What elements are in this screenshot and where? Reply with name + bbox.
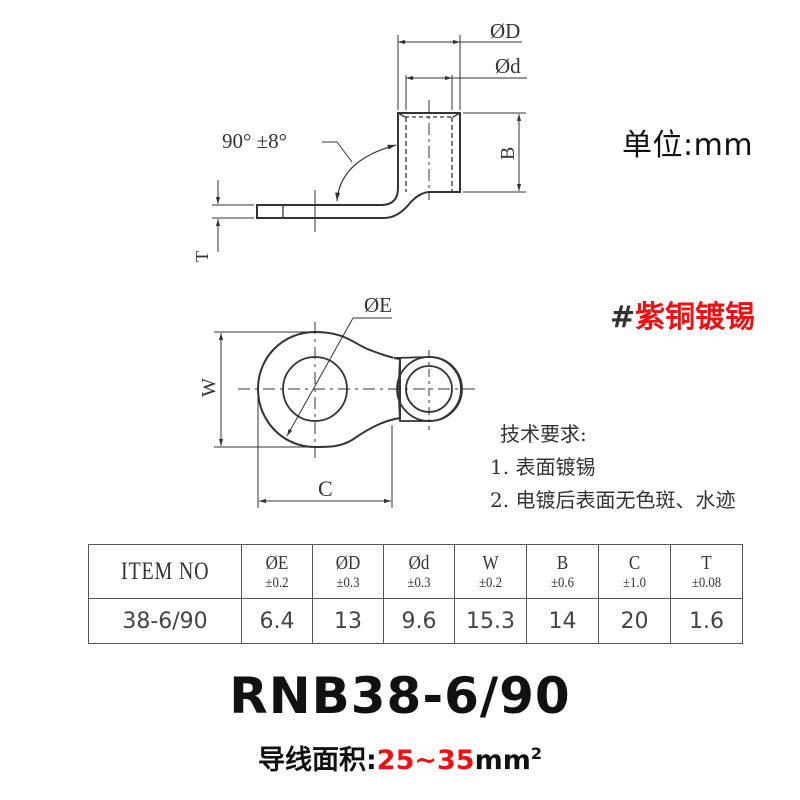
header-B: B±0.6 [526,544,599,599]
tech-req-item: 2. 电镀后表面无色斑、水迹 [490,488,736,512]
cell-T: 1.6 [670,598,743,644]
header-C: C±1.0 [598,544,671,599]
dim-W-label: W [198,378,220,397]
header-D: ØD±0.3 [312,544,384,599]
spec-table-header: ITEM NO ØE±0.2 ØD±0.3 Ød±0.3 W±0.2 B±0.6… [88,544,743,599]
material-hash: # [610,300,636,335]
table-row: 38-6/90 6.4 13 9.6 15.3 14 20 1.6 [88,598,743,644]
cell-d: 9.6 [383,598,455,644]
cell-W: 15.3 [454,598,527,644]
dim-B-label: B [497,147,519,160]
header-d: Ød±0.3 [383,544,455,599]
model-name: RNB38-6/90 [229,667,571,725]
spec-table: ITEM NO ØE±0.2 ØD±0.3 Ød±0.3 W±0.2 B±0.6… [88,544,743,644]
top-view-labels: ØE W C [198,293,392,501]
technical-requirements: 技术要求: 1. 表面镀锡 2. 电镀后表面无色斑、水迹 [490,418,735,517]
wire-area: 导线面积:25~35mm2 [0,738,800,777]
tech-req-title: 技术要求: [500,422,587,446]
top-view [214,317,475,508]
wire-area-label: 导线面积: [257,745,377,776]
dim-D-label: ØD [490,19,520,43]
dim-C-label: C [318,476,333,501]
wire-area-range: 25~35 [376,745,475,776]
unit-label: 单位:mm [622,128,754,163]
cell-B: 14 [526,598,599,644]
dim-d-label: Ød [495,54,521,78]
dim-T-label: T [192,251,212,262]
side-view [212,35,527,252]
cell-item-no: 38-6/90 [88,598,242,644]
side-view-labels: 90° ±8° ØD Ød B T [192,19,521,262]
header-item-no: ITEM NO [88,544,242,599]
header-T: T±0.08 [670,544,743,599]
cell-C: 20 [598,598,671,644]
tech-req-item: 1. 表面镀锡 [490,455,596,479]
header-E: ØE±0.2 [241,544,313,599]
cell-D: 13 [312,598,384,644]
material-name: 紫铜镀锡 [635,300,756,335]
header-W: W±0.2 [454,544,527,599]
material-label: #紫铜镀锡 [610,292,755,336]
cell-E: 6.4 [241,598,313,644]
angle-label: 90° ±8° [222,129,287,153]
wire-area-exponent: 2 [530,744,542,763]
dim-E-label: ØE [364,293,392,317]
wire-area-unit: mm [474,745,531,776]
